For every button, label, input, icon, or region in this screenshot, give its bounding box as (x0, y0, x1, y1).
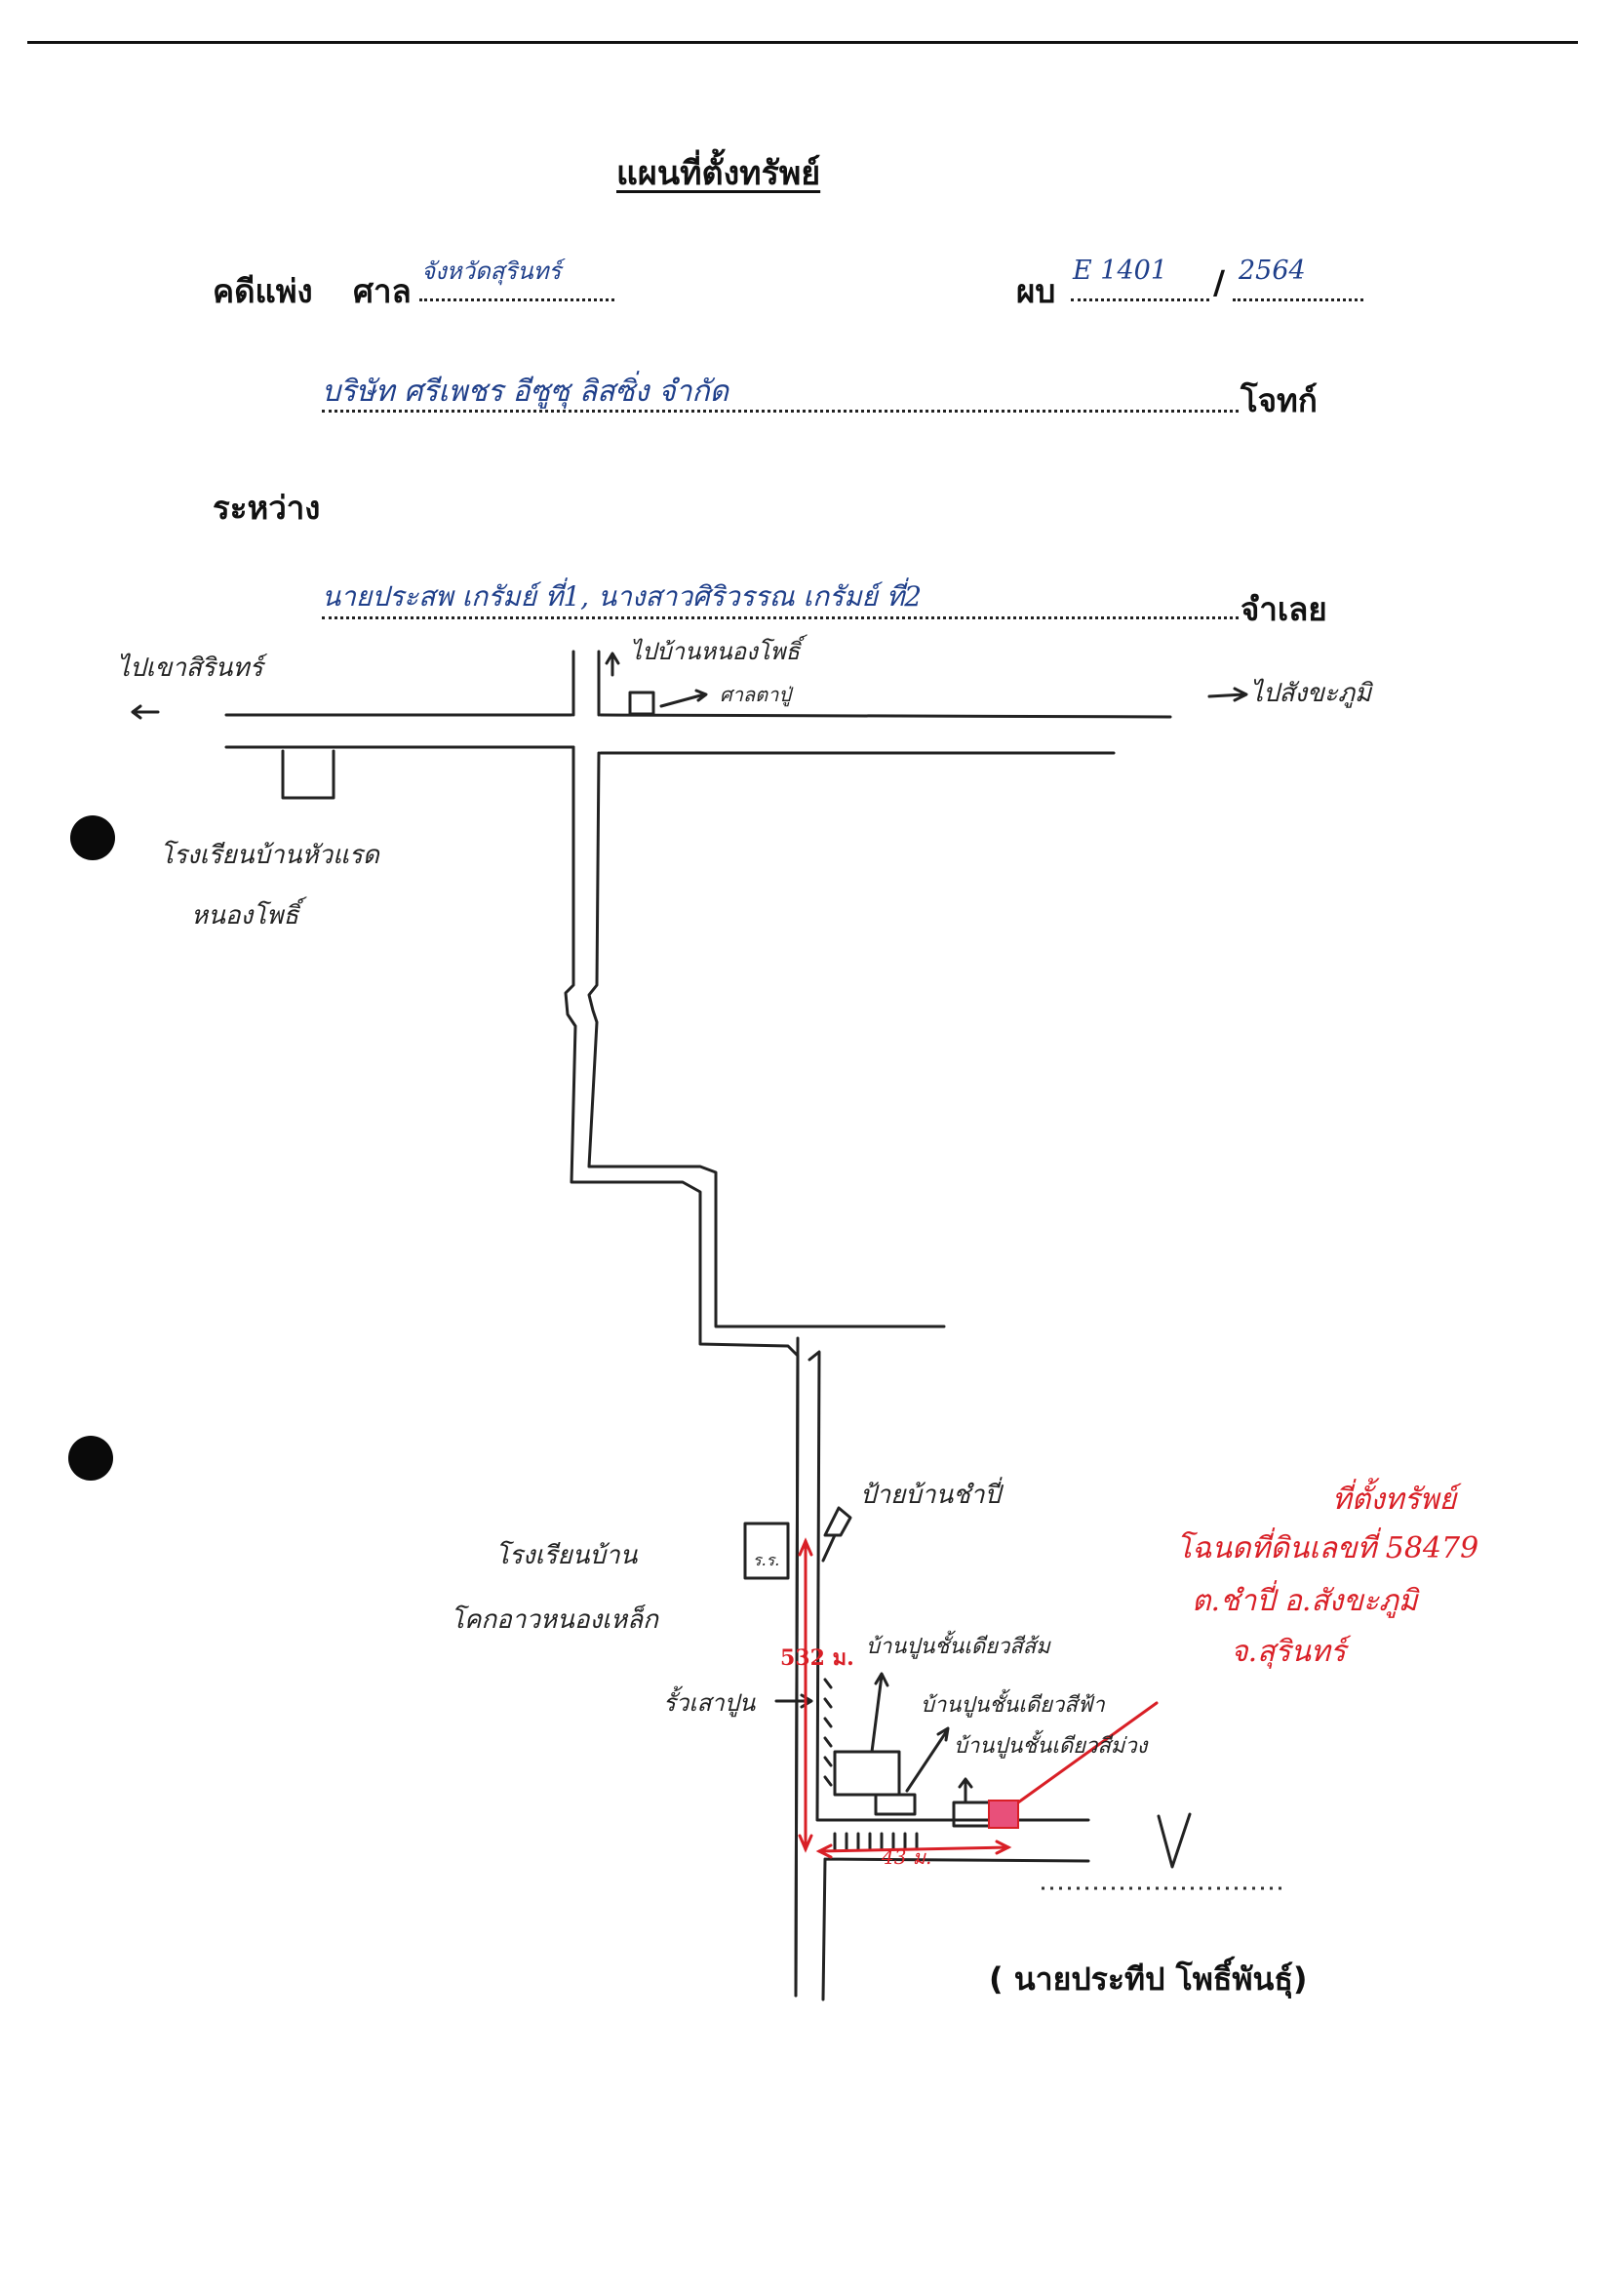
property-marker (988, 1800, 1019, 1829)
to-east-label: ไปสังขะภูมิ (1250, 679, 1372, 708)
case-number-dotted-line (1071, 298, 1209, 301)
side-road-east-edge (821, 1857, 1090, 2001)
court-dotted-line (419, 298, 614, 301)
defendant-names: นายประสพ เกรัมย์ ที่1, นางสาวศิริวรรณ เก… (322, 580, 923, 613)
case-year-dotted-line (1233, 298, 1363, 301)
school-2-building (743, 1522, 790, 1580)
school-1-label-line2: หนองโพธิ์ (191, 901, 299, 930)
school-2-label: โรงเรียนบ้าน (495, 1541, 638, 1570)
west-arrow (131, 704, 160, 720)
school-1-building (281, 749, 335, 800)
fence-label: รั้วเสาปูน (663, 1689, 756, 1717)
case-number-slash: / (1213, 263, 1226, 301)
school-2-building-label: ร.ร. (753, 1551, 780, 1569)
house-2-label: บ้านปูนชั้นเดียวสีฟ้า (921, 1693, 1105, 1718)
north-arrow (605, 652, 620, 677)
east-arrow (1207, 687, 1248, 702)
road-north-edge-east (599, 713, 1172, 719)
main-road-west-edge (564, 745, 800, 1998)
plaintiff-name: บริษัท ศรีเพชร อีซูซุ ลิสซิ่ง จำกัด (322, 375, 729, 409)
plaintiff-label: โจทก์ (1241, 381, 1318, 419)
shrine-label: ศาลตาปู่ (720, 683, 792, 706)
main-road-east-edge (587, 751, 946, 1328)
to-west-label: ไปเขาสิรินทร์ (117, 653, 263, 683)
fence-hatching (823, 1678, 919, 1851)
distance-vertical-label: 532 ม. (780, 1645, 854, 1671)
case-number-label: ผบ (1016, 272, 1056, 310)
house-2-pointer (905, 1726, 950, 1793)
distance-horizontal-arrowheads (815, 1840, 1012, 1859)
house-3-shape (952, 1801, 993, 1828)
plaintiff-dotted-line (322, 410, 1239, 413)
defendant-dotted-line (322, 616, 1239, 619)
school-1-label: โรงเรียนบ้านหัวแรด (160, 841, 379, 870)
house-1-pointer (870, 1672, 889, 1754)
property-district: ต.ชำปี่ อ.สังขะภูมิ (1192, 1584, 1418, 1618)
house-3-label: บ้านปูนชั้นเดียวสีม่วง (954, 1734, 1148, 1759)
house-1-label: บ้านปูนชั้นเดียวสีส้ม (866, 1635, 1050, 1659)
house-3-arrow (958, 1777, 973, 1802)
case-year: 2564 (1239, 256, 1306, 286)
property-note-title: ที่ตั้งทรัพย์ (1332, 1483, 1457, 1517)
house-2-shape (874, 1793, 917, 1816)
page-title: แผนที่ตั้งทรัพย์ (616, 154, 821, 193)
distance-horizontal-line (817, 1845, 1010, 1853)
property-province: จ.สุรินทร์ (1231, 1635, 1346, 1669)
case-number: E 1401 (1073, 256, 1168, 286)
punch-hole-top (70, 815, 115, 860)
property-pointer-line (1016, 1701, 1159, 1804)
defendant-label: จำเลย (1241, 590, 1327, 628)
property-deed-number: โฉนดที่ดินเลขที่ 58479 (1176, 1531, 1479, 1565)
sign-icon (821, 1506, 852, 1563)
house-1-shape (833, 1750, 901, 1797)
check-mark (1157, 1812, 1192, 1869)
shrine-arrow (659, 689, 708, 708)
side-road-west-edge (794, 1336, 800, 1998)
punch-hole-bottom (68, 1436, 113, 1481)
distance-vertical-arrowheads (798, 1537, 813, 1853)
signature-name: ( นายประทีป โพธิ์พันธุ์) (989, 1960, 1308, 1998)
school-2-label-line2: โคกอาวหนองเหล็ก (451, 1605, 658, 1635)
between-label: ระหว่าง (213, 489, 321, 527)
court-label: ศาล (353, 272, 412, 310)
sign-label: ป้ายบ้านชำปี่ (860, 1481, 1001, 1510)
court-name: จังหวัดสุรินทร์ (421, 257, 562, 285)
north-branch-road (571, 650, 601, 717)
to-north-label: ไปบ้านหนองโพธิ์ (630, 638, 801, 665)
top-border-line (27, 41, 1578, 44)
distance-horizontal-label: 43 ม. (882, 1845, 932, 1869)
case-type-label: คดีแพ่ง (213, 272, 313, 310)
shrine-icon (628, 691, 655, 716)
